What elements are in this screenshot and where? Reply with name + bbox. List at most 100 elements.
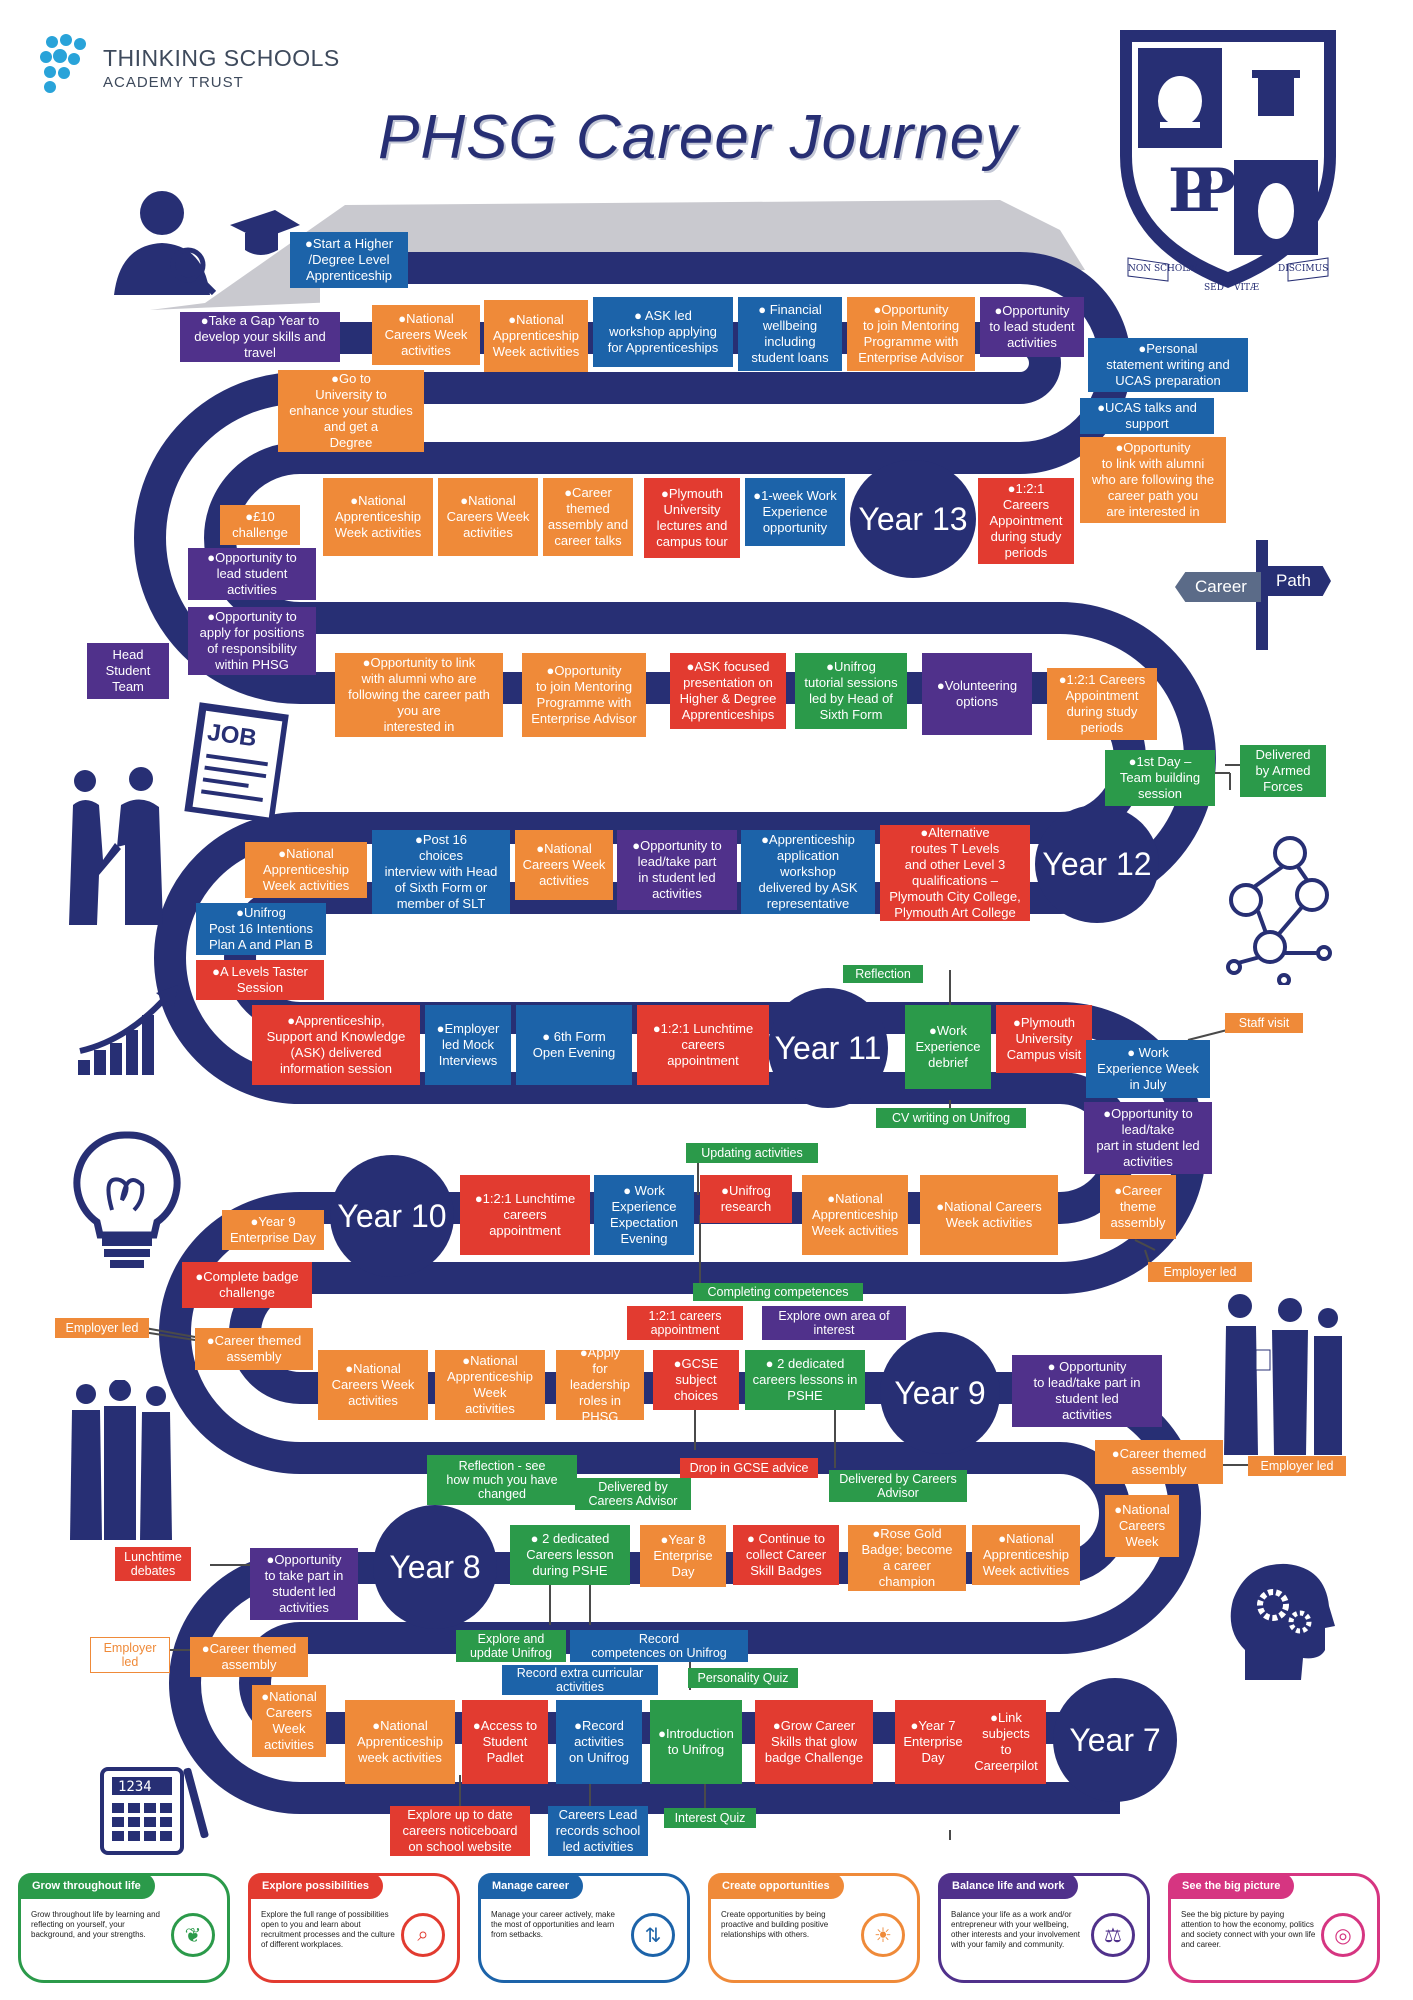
activity-box: ●National Careers Week activities [438,478,538,556]
activity-box: ● Continue to collect Career Skill Badge… [733,1525,839,1585]
activity-box: ●Access to Student Padlet [462,1700,548,1784]
activity-tag: Reflection - see how much you have chang… [427,1455,577,1505]
footer-card-balance: Balance life and work Balance your life … [938,1873,1150,1983]
activity-box: ● Financial wellbeing including student … [738,297,842,371]
activity-box: ●Alternative routes T Levels and other L… [880,825,1030,921]
activity-box: ●Unifrog tutorial sessions led by Head o… [795,653,907,729]
activity-tag: Explore own area of interest [762,1306,906,1340]
activity-tag: Personality Quiz [688,1668,798,1688]
crest-motto-right: DISCIMUS [1278,264,1329,274]
activity-box: ●GCSE subject choices [653,1350,739,1410]
activity-box: ●Apprenticeship application workshop del… [741,830,875,914]
activity-box: ●Go to University to enhance your studie… [278,370,424,452]
page-title: PHSG Career Journey [378,103,1018,172]
activity-box: ●Opportunity to link with alumni who are… [1080,437,1226,523]
activity-box: ●Career themed assembly and career talks [543,478,633,556]
year-7-marker: Year 7 [1053,1678,1177,1802]
activity-tag: Delivered by Careers Advisor [575,1478,691,1510]
footer-card-text: Create opportunities by being proactive … [721,1910,829,1939]
activity-box: ●Opportunity to link with alumni who are… [335,653,503,737]
footer-card-text: See the big picture by paying attention … [1181,1910,1316,1949]
activity-box: ●National Apprenticeship Week activities [972,1525,1080,1585]
activity-box: ●Unifrog research [700,1175,792,1223]
activity-box: ●Start a Higher /Degree Level Apprentice… [290,232,408,288]
footer-card-title: Create opportunities [708,1873,844,1899]
businesswomen-icon [1210,1290,1350,1465]
activity-box: ● Work Experience Expectation Evening [594,1175,694,1255]
activity-box: ●Link subjects to Careerpilot [966,1700,1046,1784]
graduate-person-icon [110,185,300,300]
activity-box: ●National Apprenticeship week activities [345,1700,455,1784]
activity-box: ● Opportunity to lead/take part in stude… [1012,1355,1162,1427]
sign-career: Career [1175,572,1261,602]
job-newspaper-icon: JOB [182,700,292,825]
activity-box: ●Opportunity to lead student activities [188,548,316,600]
activity-tag: Interest Quiz [664,1808,756,1828]
activity-box: ●Year 7 Enterprise Day [895,1700,971,1784]
activity-tag: 1:2:1 careers appointment [627,1306,743,1340]
head-gears-icon [1225,1560,1335,1685]
footer-card-create: Create opportunities Create opportunitie… [708,1873,920,1983]
activity-box: ●Apprenticeship, Support and Knowledge (… [252,1005,420,1085]
activity-box: ●Plymouth University lectures and campus… [644,478,740,558]
activity-box: ● 2 dedicated Careers lesson during PSHE [510,1525,630,1585]
lightbulb-icon [72,1130,182,1275]
activity-box: ●Opportunity to take part in student led… [250,1548,358,1620]
activity-box: ●Opportunity to lead student activities [980,297,1084,357]
year-8-marker: Year 8 [373,1505,497,1629]
activity-box: ●1:2:1 Careers Appointment during study … [1047,668,1157,740]
activity-box: ● Work Experience Week in July [1086,1040,1210,1098]
activity-box: ●Career theme assembly [1100,1175,1176,1239]
activity-box: ●Opportunity to join Mentoring Programme… [847,297,975,371]
footer-card-big-picture: See the big picture See the big picture … [1168,1873,1380,1983]
activity-box: ●Grow Career Skills that glow badge Chal… [755,1700,873,1784]
activity-tag: Reflection [843,965,923,983]
activity-box: ●Career themed assembly [195,1328,313,1370]
trust-logo [38,32,98,107]
trust-logo-icon [40,34,86,93]
activity-box: Head Student Team [87,643,169,699]
activity-tag: Lunchtime debates [115,1547,191,1581]
activity-tag: Staff visit [1225,1013,1303,1033]
footer-card-text: Balance your life as a work and/or entre… [951,1910,1080,1949]
activity-box: ●National Careers Week activities [515,830,613,900]
activity-box: ●Personal statement writing and UCAS pre… [1088,338,1248,392]
activity-tag: Employer led [55,1318,149,1338]
year-11-marker: Year 11 [768,988,888,1108]
handshake-people-icon [55,765,175,930]
year-9-marker: Year 9 [880,1332,1000,1454]
activity-box: ●Opportunity to lead/take part in studen… [617,830,737,910]
footer-card-title: Grow throughout life [18,1873,155,1899]
activity-tag: Employer led [1148,1262,1252,1282]
activity-tag: Record competences on Unifrog [570,1630,748,1662]
crest-motto-bottom-right: VITÆ [1234,283,1260,293]
footer-card-text: Manage your career actively, make the mo… [491,1910,615,1939]
activity-box: ●Post 16 choices interview with Head of … [372,830,510,914]
activity-box: ●National Apprenticeship Week activities [323,478,433,556]
activity-tag: Delivered by Careers Advisor [829,1470,967,1502]
sign-path: Path [1262,566,1331,596]
scales-icon: ⚖ [1091,1913,1135,1957]
footer-card-text: Grow throughout life by learning and ref… [31,1910,160,1939]
footer-card-title: See the big picture [1168,1873,1295,1899]
calculator-icon: 1234 [100,1765,210,1860]
activity-tag: Drop in GCSE advice [680,1458,818,1478]
activity-box: Explore up to date careers noticeboard o… [390,1806,530,1856]
trust-name: THINKING SCHOOLS ACADEMY TRUST [103,45,340,91]
activity-tag: Explore and update Unifrog [456,1630,566,1662]
activity-box: ●National Apprenticeship Week activities [435,1350,545,1420]
footer-card-title: Balance life and work [938,1873,1079,1899]
activity-box: ●Complete badge challenge [182,1262,312,1308]
crest-letters: PP [1168,156,1236,226]
activity-tag: Completing competences [693,1283,863,1301]
year-13-marker: Year 13 [850,460,976,578]
activity-box: ●National Apprenticeship Week activities [245,842,367,898]
magnifier-icon: ⌕ [401,1913,445,1957]
activity-box: ●1:2:1 Careers Appointment during study … [978,478,1074,564]
activity-tag: Employer led [90,1637,170,1673]
activity-box: ●Rose Gold Badge; become a career champi… [848,1525,966,1591]
crest-motto-left: NON SCHOLÆ [1128,264,1198,274]
growth-chart-icon [78,985,188,1080]
footer-card-manage: Manage career Manage your career activel… [478,1873,690,1983]
